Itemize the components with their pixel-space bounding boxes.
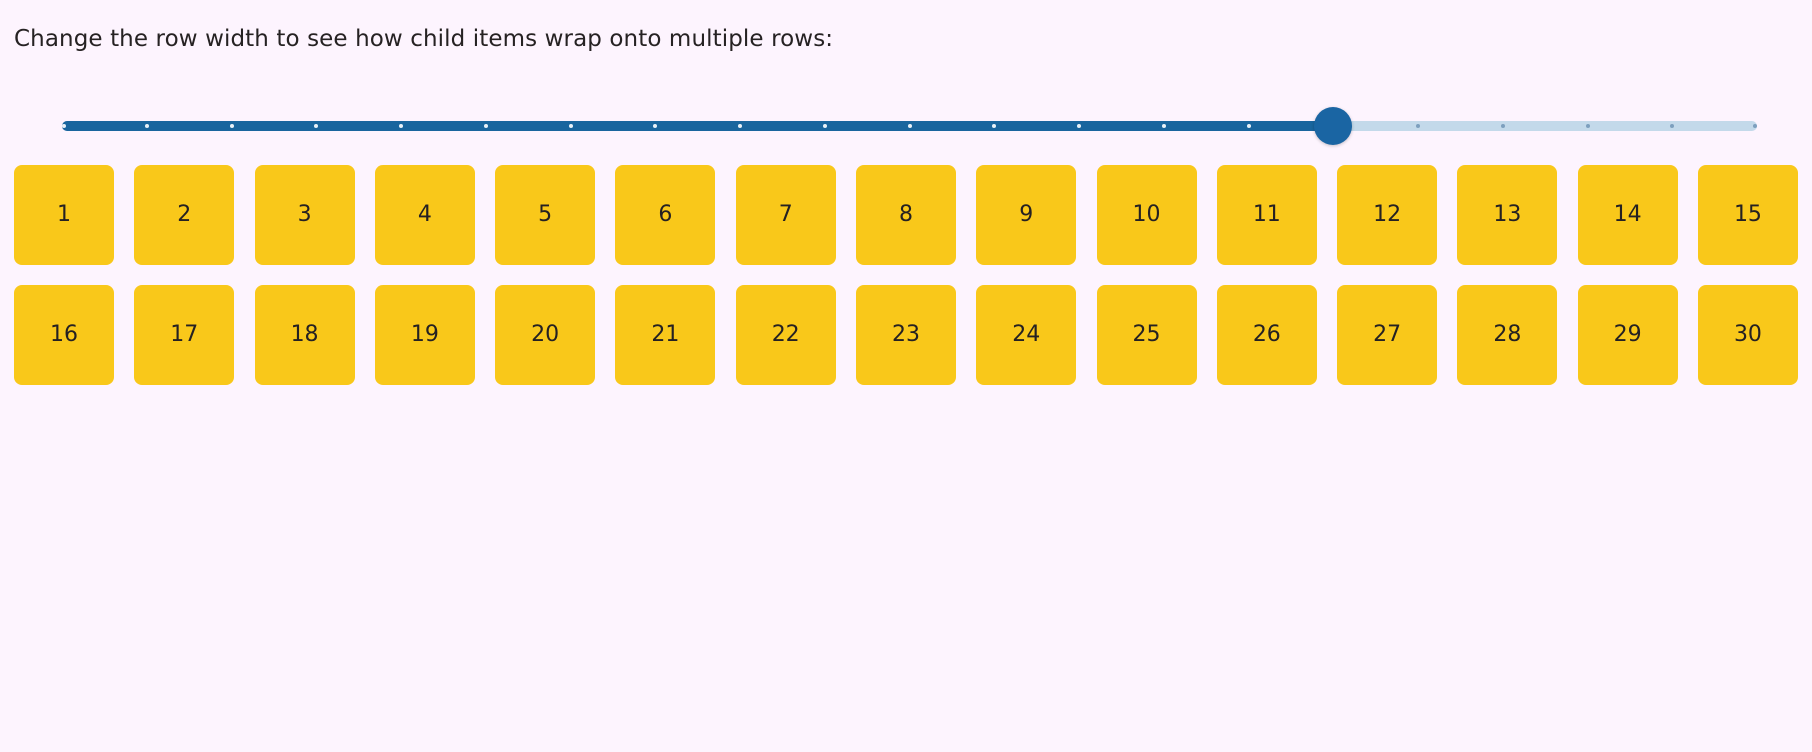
slider-thumb[interactable] (1314, 107, 1353, 145)
flex-item-label: 11 (1252, 202, 1281, 227)
flex-item-label: 19 (410, 322, 439, 347)
flex-item: 16 (14, 285, 114, 385)
flex-item: 15 (1697, 165, 1798, 265)
flex-item: 2 (134, 165, 235, 265)
flex-item-label: 26 (1252, 322, 1281, 347)
flex-item-label: 3 (297, 202, 312, 227)
flex-item-label: 10 (1132, 202, 1161, 227)
flex-item-label: 8 (898, 202, 913, 227)
slider-track[interactable] (62, 121, 1757, 131)
flex-item: 11 (1216, 165, 1317, 265)
flex-item: 1 (14, 165, 114, 265)
flex-item: 28 (1457, 285, 1558, 385)
flex-item-label: 16 (50, 322, 78, 347)
flex-item-label: 24 (1012, 322, 1041, 347)
flex-item: 7 (735, 165, 836, 265)
flex-item: 8 (855, 165, 956, 265)
flex-item: 25 (1096, 285, 1197, 385)
flex-item-label: 27 (1373, 322, 1402, 347)
flex-item: 17 (134, 285, 235, 385)
slider-fill (62, 121, 1334, 131)
flex-item-label: 6 (658, 202, 673, 227)
flex-item: 6 (615, 165, 716, 265)
flex-item: 27 (1337, 285, 1438, 385)
flex-item: 23 (855, 285, 956, 385)
page-caption: Change the row width to see how child it… (14, 26, 834, 52)
flex-item-label: 17 (170, 322, 199, 347)
row-width-slider[interactable] (62, 96, 1757, 156)
flex-item-label: 7 (778, 202, 793, 227)
flex-item: 13 (1457, 165, 1558, 265)
flex-item-label: 2 (177, 202, 192, 227)
flex-item: 12 (1337, 165, 1438, 265)
flex-item-label: 29 (1613, 322, 1642, 347)
flex-item-label: 20 (531, 322, 560, 347)
flex-item-label: 21 (651, 322, 680, 347)
flex-item: 20 (495, 285, 596, 385)
flex-item-label: 4 (417, 202, 432, 227)
flex-item-label: 12 (1373, 202, 1402, 227)
flex-item: 24 (976, 285, 1077, 385)
flex-item: 5 (495, 165, 596, 265)
flex-item-label: 13 (1493, 202, 1522, 227)
flex-item: 14 (1577, 165, 1678, 265)
flex-item-label: 18 (290, 322, 319, 347)
flex-item: 29 (1577, 285, 1678, 385)
flex-item: 26 (1216, 285, 1317, 385)
flex-item: 22 (735, 285, 836, 385)
flex-item: 10 (1096, 165, 1197, 265)
flex-item-label: 28 (1493, 322, 1522, 347)
flex-item: 4 (374, 165, 475, 265)
flex-item: 19 (374, 285, 475, 385)
flex-item-label: 25 (1132, 322, 1161, 347)
flex-item-label: 5 (538, 202, 553, 227)
flex-item-label: 1 (57, 202, 71, 227)
flex-item-label: 15 (1733, 202, 1762, 227)
flex-item-label: 14 (1613, 202, 1642, 227)
flex-item: 18 (254, 285, 355, 385)
flex-item: 9 (976, 165, 1077, 265)
flex-item-label: 23 (891, 322, 920, 347)
flex-item: 3 (254, 165, 355, 265)
flex-item-label: 30 (1733, 322, 1762, 347)
flex-item: 30 (1697, 285, 1798, 385)
flex-item-label: 22 (771, 322, 800, 347)
flex-item: 21 (615, 285, 716, 385)
flex-item-label: 9 (1019, 202, 1034, 227)
